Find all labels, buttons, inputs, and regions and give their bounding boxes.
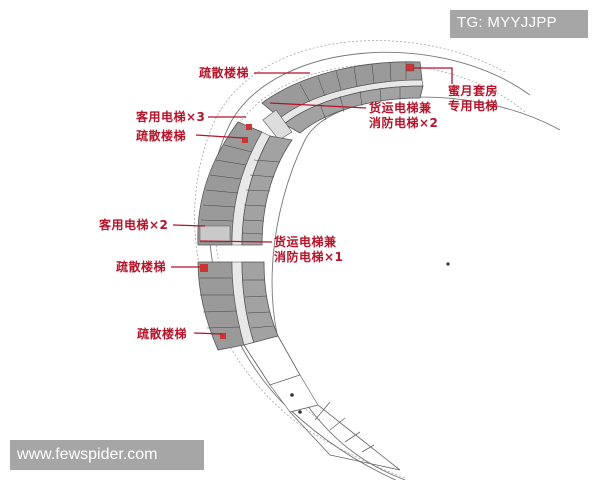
watermark-bottom: www.fewspider.com bbox=[10, 440, 204, 470]
annotation-line1: 货运电梯兼 bbox=[369, 101, 432, 115]
middle-wing bbox=[197, 121, 293, 246]
upper-wing bbox=[261, 61, 424, 134]
annotation-stair-upper: 疏散楼梯 bbox=[136, 129, 187, 143]
annotation-guest-elevator-2: 客用电梯×2 bbox=[99, 218, 169, 232]
watermark-top: TG: MYYJJPP bbox=[450, 10, 588, 38]
annotation-stair-lower: 疏散楼梯 bbox=[137, 327, 188, 341]
annotation-line1: 货运电梯兼 bbox=[274, 235, 337, 249]
wing-connector bbox=[262, 109, 293, 141]
annotation-stair-top: 疏散楼梯 bbox=[199, 66, 250, 80]
annotation-line2: 消防电梯×2 bbox=[369, 116, 439, 130]
annotation-guest-elevator-3: 客用电梯×3 bbox=[136, 110, 206, 124]
annotation-stair-middle: 疏散楼梯 bbox=[116, 260, 167, 274]
annotation-freight-fire-elevator-2: 货运电梯兼 消防电梯×2 bbox=[369, 101, 438, 131]
marker-dot bbox=[446, 262, 450, 266]
annotation-line1: 蜜月套房 bbox=[448, 84, 499, 98]
lower-wing bbox=[197, 261, 319, 414]
crescent-tip bbox=[289, 401, 401, 471]
annotation-line2: 消防电梯×1 bbox=[274, 250, 344, 264]
annotation-honeymoon-elevator: 蜜月套房 专用电梯 bbox=[448, 84, 498, 114]
annotation-freight-fire-elevator-1: 货运电梯兼 消防电梯×1 bbox=[274, 235, 343, 265]
leader-lines bbox=[171, 67, 453, 335]
annotation-line2: 专用电梯 bbox=[448, 99, 499, 113]
